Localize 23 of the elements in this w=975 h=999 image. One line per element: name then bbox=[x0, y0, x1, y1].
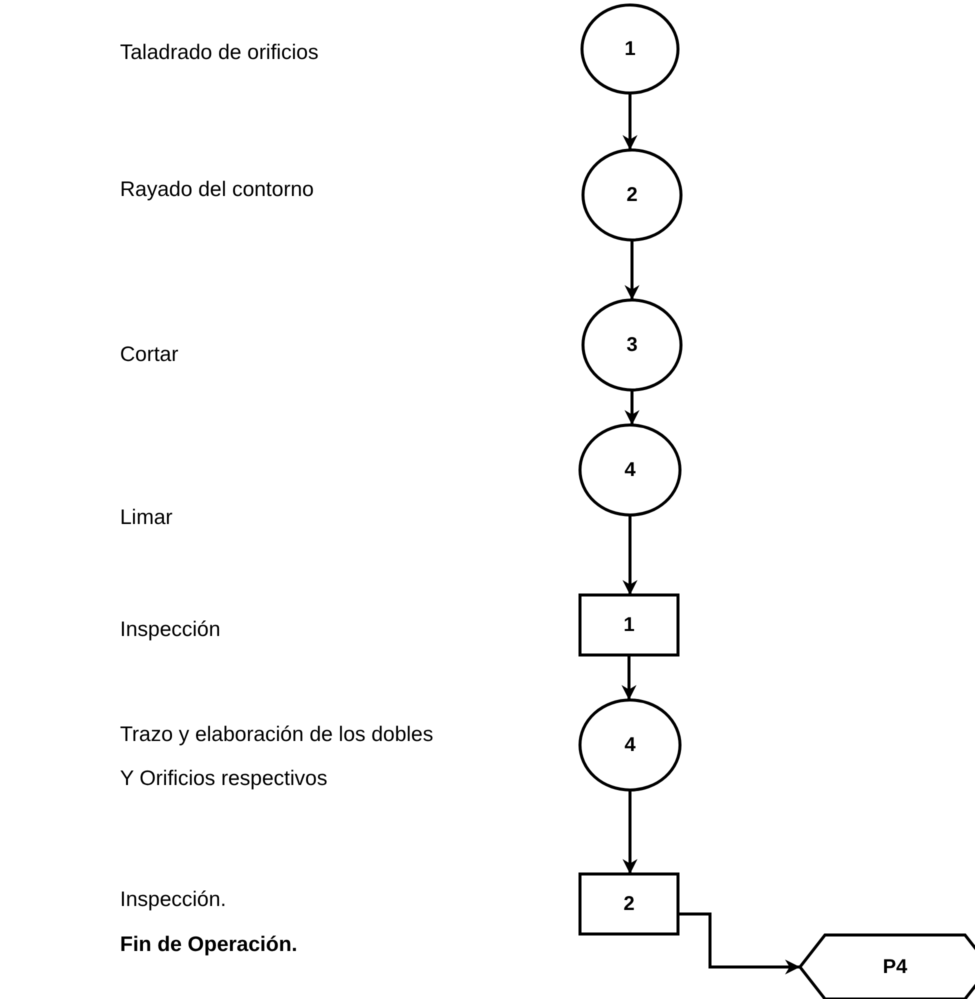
arrow bbox=[678, 912, 800, 974]
arrow bbox=[622, 655, 636, 700]
step-description: Cortar bbox=[120, 342, 180, 368]
node-number: 2 bbox=[626, 184, 638, 206]
step-description: Fin de Operación. bbox=[120, 932, 298, 958]
node-number: 1 bbox=[623, 614, 635, 636]
arrow bbox=[624, 390, 640, 425]
step-description: Trazo y elaboración de los dobles Y Orificios respectivos bbox=[120, 722, 434, 792]
node-number: 2 bbox=[623, 892, 635, 916]
node-number: 1 bbox=[624, 38, 636, 60]
arrow bbox=[622, 93, 638, 150]
node-number: 4 bbox=[624, 734, 636, 756]
step-description: Inspección. bbox=[120, 887, 228, 913]
step-description: Inspección bbox=[120, 617, 222, 643]
step-description: Taladrado de orificios bbox=[120, 40, 320, 66]
node-number: 4 bbox=[624, 458, 636, 482]
arrow bbox=[622, 515, 638, 595]
arrow bbox=[624, 240, 640, 300]
arrow bbox=[622, 790, 638, 874]
node-number: P4 bbox=[882, 956, 908, 978]
node-number: 3 bbox=[626, 334, 638, 356]
step-description: Limar bbox=[120, 505, 174, 531]
step-description: Rayado del contorno bbox=[120, 177, 315, 203]
